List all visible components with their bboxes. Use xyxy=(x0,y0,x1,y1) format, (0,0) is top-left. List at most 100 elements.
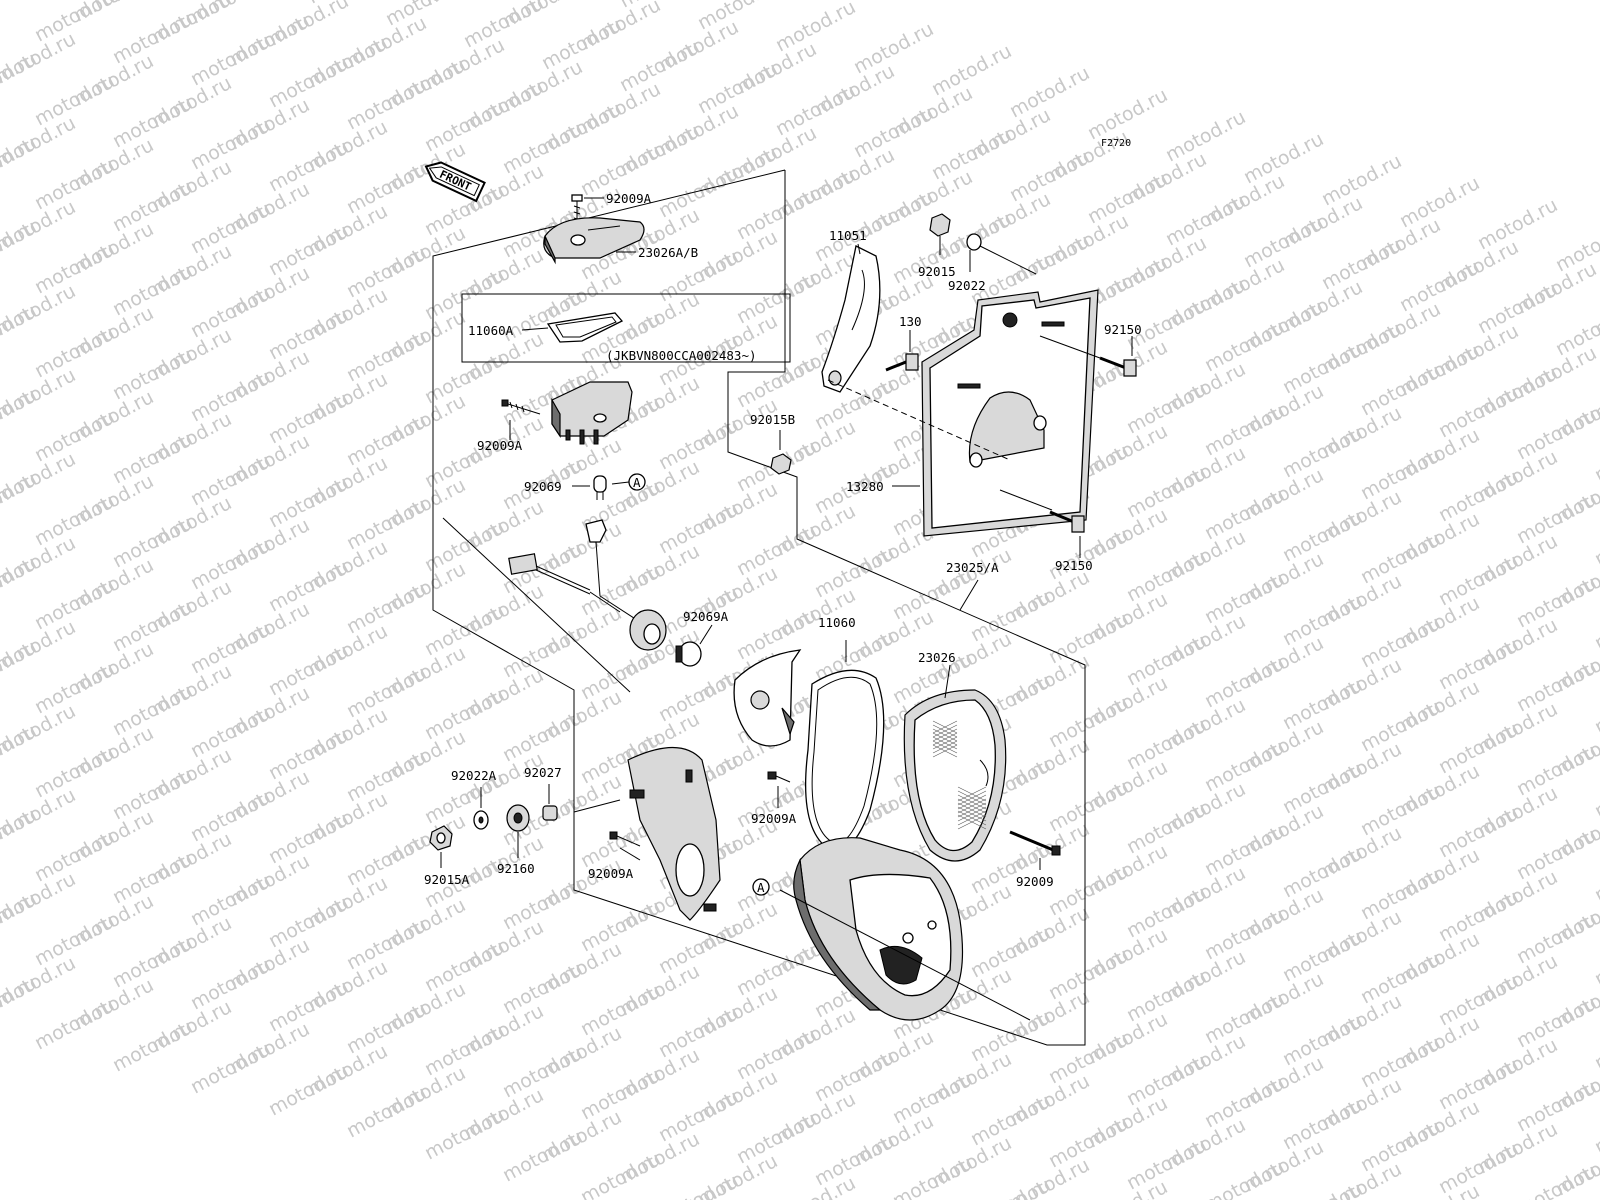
watermark-text: motod.ru xyxy=(811,1130,898,1190)
label-130: 130 xyxy=(899,314,922,329)
watermark-text: motod.ru xyxy=(343,242,430,302)
watermark-text: motod.ru xyxy=(1591,426,1600,486)
watermark-text: motod.ru xyxy=(31,574,118,634)
watermark-text: motod.ru xyxy=(1396,256,1483,316)
washer-92022 xyxy=(966,233,982,251)
bolt-92150-bottom xyxy=(1049,510,1085,533)
screw-92009A-left xyxy=(501,399,541,415)
watermark-text: motod.ru xyxy=(1513,908,1600,968)
watermark-text: motod.ru xyxy=(109,596,196,656)
watermark-text: motod.ru xyxy=(694,58,781,118)
watermark-text: motod.ru xyxy=(655,918,742,978)
watermark-text: motod.ru xyxy=(1474,278,1561,338)
watermark-text: motod.ru xyxy=(1357,864,1444,924)
watermark-text: motod.ru xyxy=(655,1170,742,1200)
watermark-text: motod.ru xyxy=(1357,948,1444,1008)
screw-92009 xyxy=(1009,830,1061,856)
watermark-text: motod.ru xyxy=(0,258,1,318)
watermark-text: motod.ru xyxy=(343,74,430,134)
socket-wire-harness xyxy=(442,517,667,693)
watermark-text: motod.ru xyxy=(1591,678,1600,738)
reflector xyxy=(733,649,802,747)
watermark-text: motod.ru xyxy=(265,388,352,448)
label-92022: 92022 xyxy=(948,278,986,293)
label-92015A: 92015A xyxy=(424,872,470,887)
watermark-text: motod.ru xyxy=(1591,1098,1600,1158)
label-92009A-bracket: 92009A xyxy=(588,866,634,881)
watermark-text: motod.ru xyxy=(265,724,352,784)
watermark-text: motod.ru xyxy=(655,414,742,474)
watermark-text: motod.ru xyxy=(109,680,196,740)
watermark-text: motod.ru xyxy=(655,666,742,726)
label-13280: 13280 xyxy=(846,479,884,494)
bulb-92069 xyxy=(593,475,607,500)
watermark-text: motod.ru xyxy=(1513,572,1600,632)
watermark-text: motod.ru xyxy=(31,994,118,1054)
watermark-text: motod.ru xyxy=(1591,930,1600,990)
frame-serial-kit xyxy=(461,293,791,363)
watermark-text: motod.ru xyxy=(1240,128,1327,188)
watermark-text: motod.ru xyxy=(772,0,859,56)
watermark-text: motod.ru xyxy=(967,586,1054,646)
watermark-text: motod.ru xyxy=(1591,594,1600,654)
license-plate-13280 xyxy=(921,289,1099,537)
watermark-text: motod.ru xyxy=(1435,1138,1522,1198)
mounting-bracket xyxy=(627,746,721,921)
watermark-text: motod.ru xyxy=(928,124,1015,184)
watermark-text: motod.ru xyxy=(1201,316,1288,376)
watermark-text: motod.ru xyxy=(0,510,1,570)
watermark-text: motod.ru xyxy=(499,622,586,682)
watermark-text: motod.ru xyxy=(31,238,118,298)
watermark-text: motod.ru xyxy=(1513,1160,1600,1200)
watermark-text: motod.ru xyxy=(967,1006,1054,1066)
label-92027: 92027 xyxy=(524,765,562,780)
frame-left-assembly xyxy=(432,169,1086,1046)
watermark-text: motod.ru xyxy=(1279,1094,1366,1154)
watermark-text: motod.ru xyxy=(1045,692,1132,752)
watermark-text: motod.ru xyxy=(0,0,79,4)
watermark-text: motod.ru xyxy=(1162,190,1249,250)
watermark-text: motod.ru xyxy=(1201,400,1288,460)
watermark-text: motod.ru xyxy=(1435,634,1522,694)
watermark-text: motod.ru xyxy=(1357,1116,1444,1176)
watermark-text: motod.ru xyxy=(499,874,586,934)
watermark-text: motod.ru xyxy=(1435,718,1522,778)
watermark-text: motod.ru xyxy=(499,1042,586,1102)
callout-marker-a-top: A xyxy=(628,473,646,491)
watermark-text: motod.ru xyxy=(1279,506,1366,566)
lens-cover-23026AB xyxy=(543,217,645,265)
watermark-text: motod.ru xyxy=(343,830,430,890)
watermark-text: motod.ru xyxy=(1591,510,1600,570)
watermark-text: motod.ru xyxy=(1357,696,1444,756)
watermark-text: motod.ru xyxy=(1201,1072,1288,1132)
label-11051: 11051 xyxy=(829,228,867,243)
bolt-130 xyxy=(885,353,919,372)
watermark-text: motod.ru xyxy=(0,342,1,402)
watermark-text: motod.ru xyxy=(577,1064,664,1124)
watermark-text: motod.ru xyxy=(1279,842,1366,902)
watermark-text: motod.ru xyxy=(265,808,352,868)
watermark-text: motod.ru xyxy=(577,644,664,704)
nut-92015B xyxy=(770,453,792,475)
watermark-text: motod.ru xyxy=(967,1174,1054,1200)
callout-marker-a-bottom: A xyxy=(752,878,770,896)
watermark-text: motod.ru xyxy=(265,892,352,952)
watermark-text: motod.ru xyxy=(1045,608,1132,668)
watermark-text: motod.ru xyxy=(1279,590,1366,650)
tail-light-housing xyxy=(793,837,964,1021)
label-92009A-mid: 92009A xyxy=(751,811,797,826)
watermark-text: motod.ru xyxy=(1435,886,1522,946)
gasket-11060A xyxy=(546,312,624,343)
watermark-text: motod.ru xyxy=(1045,776,1132,836)
watermark-text: motod.ru xyxy=(1162,106,1249,166)
watermark-text: motod.ru xyxy=(1201,484,1288,544)
gasket-11060 xyxy=(805,669,885,852)
screw-92009A-bracket xyxy=(609,831,641,847)
label-92015: 92015 xyxy=(918,264,956,279)
watermark-text: motod.ru xyxy=(187,282,274,342)
watermark-text: motod.ru xyxy=(1513,656,1600,716)
watermark-text: motod.ru xyxy=(1279,926,1366,986)
watermark-text: motod.ru xyxy=(1591,762,1600,822)
watermark-text: motod.ru xyxy=(1357,780,1444,840)
